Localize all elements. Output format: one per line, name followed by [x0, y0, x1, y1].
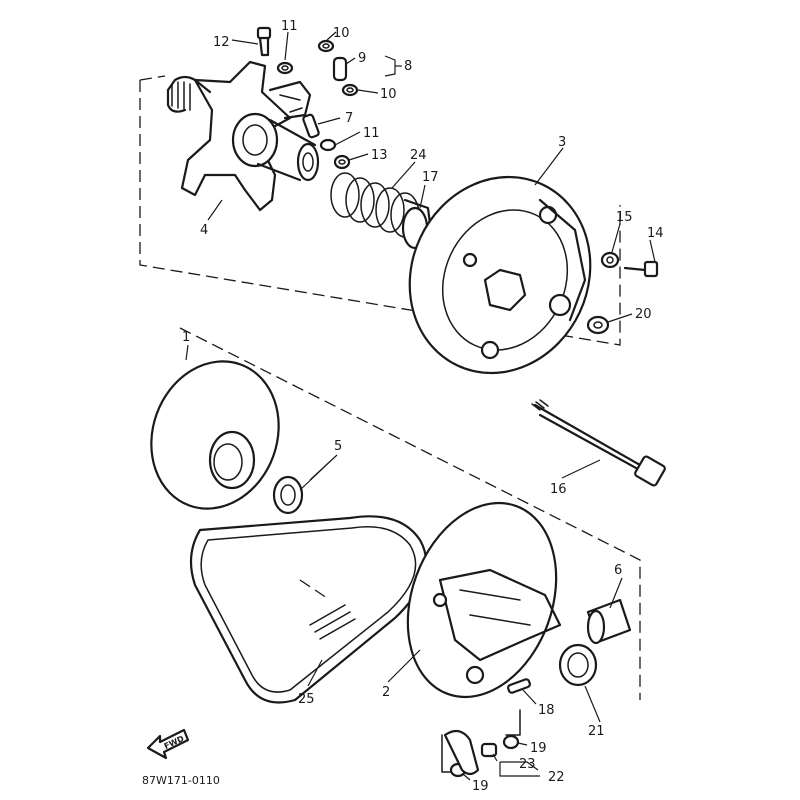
part-19-washer-upper: [502, 734, 520, 750]
part-11-washer-lower: [319, 138, 337, 152]
part-11-washer-upper: [276, 61, 294, 75]
label-16: 16: [550, 482, 567, 497]
dashed-frame-upper: [139, 75, 621, 346]
part-10-washer-top: [317, 39, 335, 53]
label-17: 17: [422, 170, 439, 185]
part-10-washer-bottom: [341, 83, 359, 97]
label-9: 9: [358, 51, 366, 66]
bracket-22: [499, 762, 540, 777]
label-19-upper: 19: [530, 741, 547, 756]
label-6: 6: [614, 563, 622, 578]
label-7: 7: [345, 111, 353, 126]
part-21-seal: [558, 643, 598, 687]
label-13: 13: [371, 148, 388, 163]
part-6-collar: [586, 598, 632, 645]
label-15: 15: [616, 210, 633, 225]
label-18: 18: [538, 703, 555, 718]
part-23-roller: [480, 742, 498, 758]
part-12-bolt: [256, 26, 272, 57]
label-24: 24: [410, 148, 427, 163]
label-3: 3: [558, 135, 566, 150]
label-11-upper: 11: [281, 19, 298, 34]
label-14: 14: [647, 226, 664, 241]
label-11-lower: 11: [363, 126, 380, 141]
label-21: 21: [588, 724, 605, 739]
label-20: 20: [635, 307, 652, 322]
part-2-movable-sheave: [406, 501, 562, 699]
part-4-primary-shaft-spider: [166, 60, 320, 212]
part-code: 87W171-0110: [142, 774, 220, 787]
leader-lines: [185, 31, 656, 781]
part-16-long-bolt: [531, 399, 666, 487]
part-7-pin: [302, 113, 320, 139]
part-25-drive-belt: [189, 515, 428, 704]
label-10-top: 10: [333, 26, 350, 41]
part-18-pin: [507, 678, 531, 694]
label-10-bottom: 10: [380, 87, 397, 102]
label-12: 12: [213, 35, 230, 50]
part-14-bolt: [623, 260, 659, 278]
part-1-fixed-sheave: [150, 360, 280, 510]
label-23: 23: [519, 757, 536, 772]
dashed-frame-lower: [179, 327, 641, 700]
part-9-roller-pin: [332, 56, 348, 82]
label-2: 2: [382, 685, 390, 700]
label-4: 4: [200, 223, 208, 238]
label-19-lower: 19: [472, 779, 489, 794]
label-25: 25: [298, 692, 315, 707]
part-22-weight-arm: [443, 729, 480, 776]
part-labels: 12 11 10 9 8 10 7 11 13 24 17 3 4 15 14 …: [182, 19, 664, 794]
label-5: 5: [334, 439, 342, 454]
fwd-arrow: FWD: [146, 728, 190, 760]
part-15-washer: [600, 251, 620, 269]
label-22: 22: [548, 770, 565, 785]
part-3-clutch-cover: [408, 175, 592, 375]
label-8: 8: [404, 59, 412, 74]
part-20-clip: [586, 315, 610, 335]
part-5-bushing: [272, 475, 304, 515]
part-13-nut: [333, 154, 351, 170]
fwd-label: FWD: [163, 734, 186, 751]
label-1: 1: [182, 330, 190, 345]
